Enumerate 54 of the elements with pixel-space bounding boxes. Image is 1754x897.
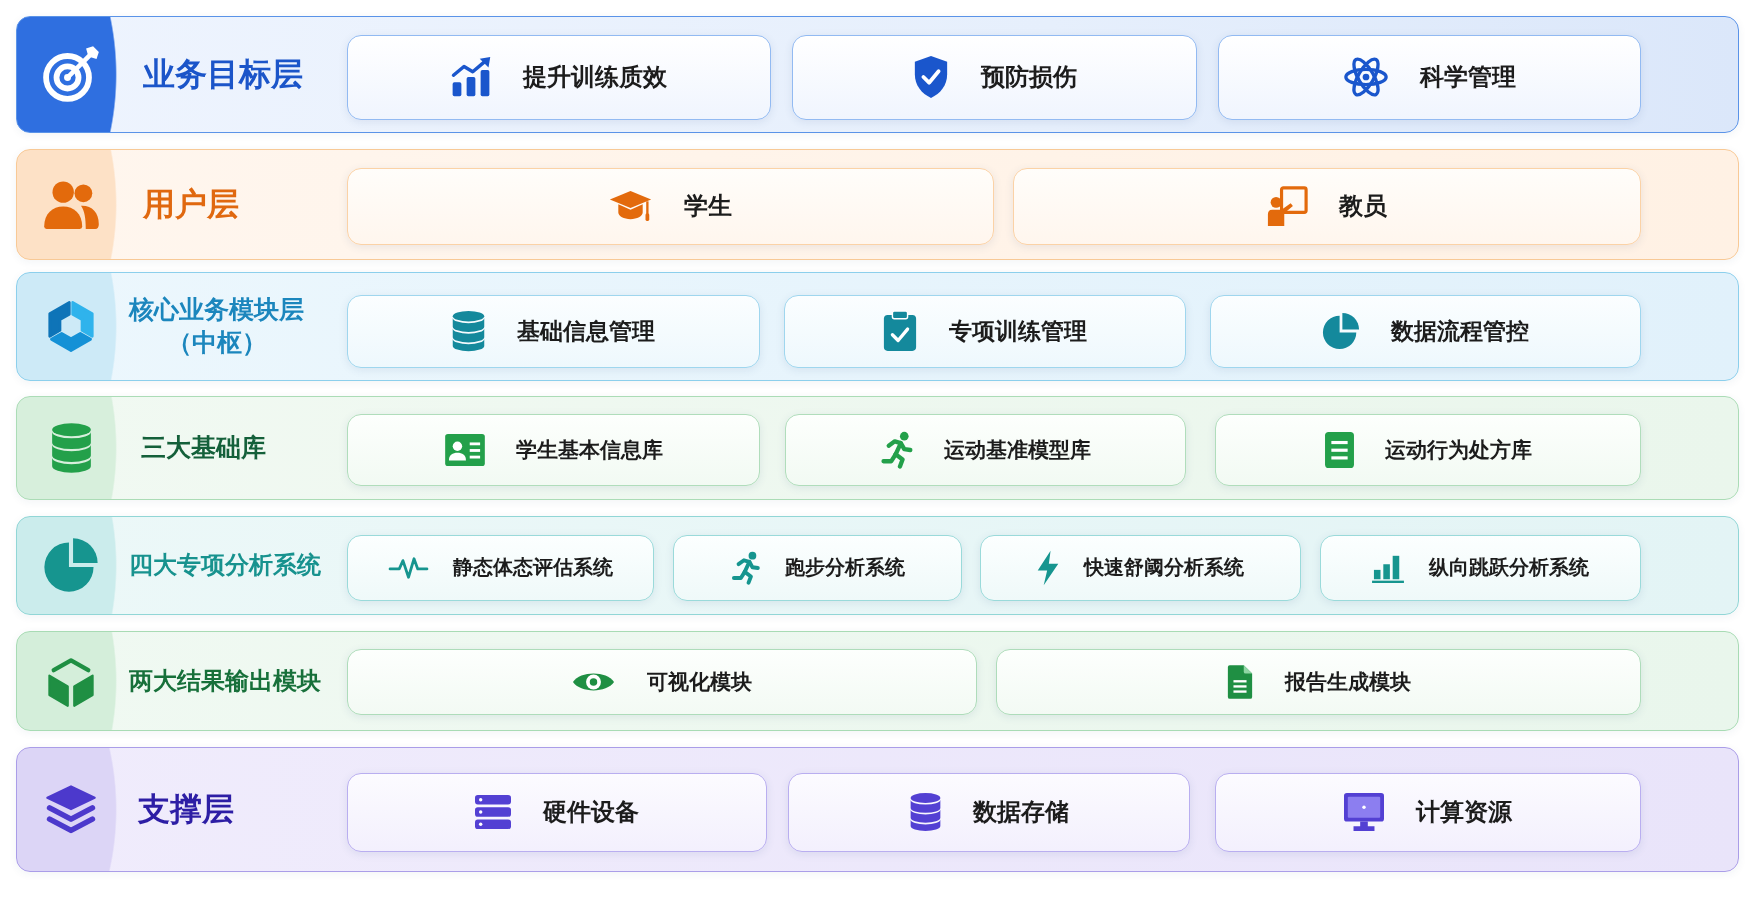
module-box [1012, 167, 1641, 245]
module-box [346, 34, 771, 120]
layer-band [16, 747, 1739, 872]
module-label: 教员 [1339, 191, 1387, 222]
module-box [791, 34, 1197, 120]
module-box [346, 648, 977, 715]
module-label: 快速舒阈分析系统 [1084, 554, 1244, 581]
module-label: 静态体态评估系统 [452, 554, 613, 581]
module-box [346, 534, 654, 601]
module-label: 学生 [684, 191, 732, 222]
layer-title: 三大基础库 [141, 431, 266, 464]
layer-title: 核心业务模块层（中枢） [127, 294, 305, 359]
module-label: 可视化模块 [647, 668, 752, 696]
module-box [787, 772, 1190, 852]
layer-title: 业务目标层 [143, 53, 303, 95]
layer-band [16, 396, 1739, 500]
layer-title: 两大结果输出模块 [129, 665, 321, 697]
module-label: 报告生成模块 [1284, 668, 1411, 696]
module-label: 基础信息管理 [517, 316, 655, 346]
module-box [672, 534, 962, 601]
module-box [1319, 534, 1641, 601]
module-label: 跑步分析系统 [784, 554, 905, 581]
module-box [346, 167, 994, 245]
layer-band [16, 631, 1739, 731]
module-label: 运动行为处方库 [1384, 436, 1532, 464]
layer-title: 用户层 [143, 183, 239, 225]
module-label: 科学管理 [1419, 62, 1516, 93]
module-label: 提升训练质效 [523, 62, 667, 93]
module-box [1214, 772, 1641, 852]
layer-title: 四大专项分析系统 [129, 550, 321, 581]
module-box [1209, 294, 1641, 368]
module-box [784, 413, 1186, 486]
module-box [346, 772, 767, 852]
module-box [346, 294, 760, 368]
module-label: 运动基准模型库 [944, 436, 1091, 464]
layer-band [16, 272, 1739, 381]
module-box [1214, 413, 1641, 486]
layer-title: 支撑层 [138, 788, 234, 830]
layer-band [16, 16, 1739, 133]
module-label: 数据存储 [972, 797, 1069, 828]
module-label: 硬件设备 [543, 797, 639, 828]
module-label: 纵向跳跃分析系统 [1429, 554, 1589, 581]
module-label: 计算资源 [1416, 797, 1512, 828]
module-label: 学生基本信息库 [515, 436, 663, 464]
module-box [783, 294, 1186, 368]
layer-band [16, 149, 1739, 260]
layer-band [16, 516, 1739, 615]
module-box [346, 413, 760, 486]
module-box [979, 534, 1301, 601]
module-box [1217, 34, 1641, 120]
module-label: 数据流程管控 [1390, 316, 1529, 346]
module-label: 预防损伤 [980, 62, 1077, 93]
module-box [995, 648, 1641, 715]
module-label: 专项训练管理 [949, 316, 1087, 346]
